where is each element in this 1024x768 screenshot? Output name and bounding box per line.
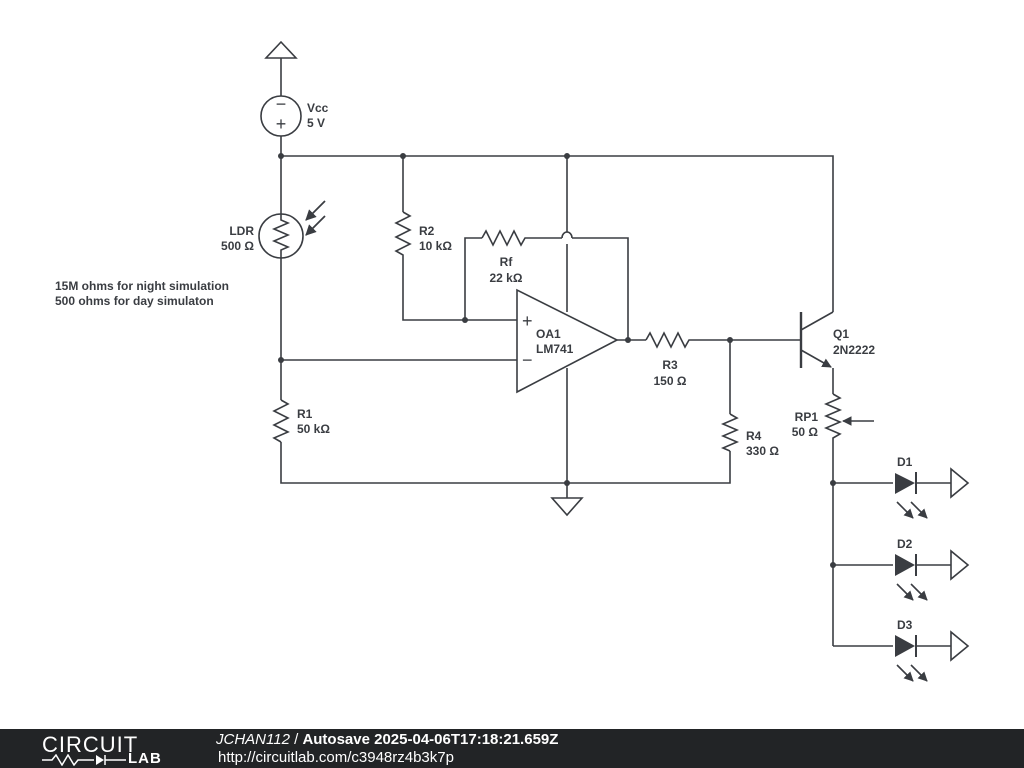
transistor-collector (800, 311, 834, 331)
wire-crossover-hop (561, 231, 573, 239)
light-arrow-icon (305, 200, 326, 221)
oa1-name: OA1 (536, 327, 561, 341)
wires (280, 58, 893, 647)
ldr-component[interactable]: LDR 500 Ω (221, 200, 326, 259)
emission-arrow-icon (896, 664, 914, 682)
rp1-potentiometer[interactable]: RP1 50 Ω (792, 393, 874, 446)
d1-led[interactable]: D1 (895, 455, 970, 519)
username-link[interactable]: JCHAN112 (216, 731, 290, 748)
r4-resistor[interactable]: R4 330 Ω (720, 413, 779, 458)
rp1-value: 50 Ω (792, 425, 819, 439)
ldr-value: 500 Ω (221, 239, 254, 253)
project-title: JCHAN112 / Autosave 2025-04-06T17:18:21.… (216, 731, 558, 748)
ldr-name: LDR (229, 224, 254, 238)
r1-name: R1 (297, 407, 313, 421)
r2-zigzag (394, 211, 412, 262)
light-arrow-icon (305, 215, 326, 236)
d3-terminal-arrow-icon (950, 630, 970, 662)
rp1-name: RP1 (795, 410, 819, 424)
note-line-2: 500 ohms for day simulaton (55, 294, 214, 308)
rf-value: 22 kΩ (490, 271, 523, 285)
d1-terminal-arrow-icon (950, 467, 970, 499)
oa1-opamp[interactable]: + − OA1 LM741 (516, 288, 619, 394)
rf-name: Rf (500, 255, 514, 269)
r1-resistor[interactable]: R1 50 kΩ (272, 399, 330, 443)
emission-arrow-icon (910, 501, 928, 519)
rp1-zigzag (823, 393, 843, 446)
opamp-triangle (516, 288, 619, 394)
r4-zigzag (720, 413, 740, 452)
d2-led[interactable]: D2 (895, 537, 970, 601)
project-name: Autosave 2025-04-06T17:18:21.659Z (302, 731, 559, 748)
led-triangle (895, 635, 915, 657)
note-line-1: 15M ohms for night simulation (55, 279, 229, 293)
junctions (278, 153, 836, 568)
emission-arrow-icon (896, 501, 914, 519)
r4-name: R4 (746, 429, 762, 443)
title-separator: / (289, 731, 303, 748)
d2-name: D2 (897, 537, 913, 551)
logo-text-circuit: CIRCUIT (42, 732, 139, 757)
ldr-resistor-zigzag (271, 214, 291, 258)
r3-zigzag (645, 331, 694, 349)
r1-value: 50 kΩ (297, 422, 330, 436)
vcc-value: 5 V (307, 116, 325, 130)
vcc-name: Vcc (307, 101, 329, 115)
schematic-diagram: − + Vcc 5 V LDR 500 Ω 15M ohms for night… (55, 40, 970, 682)
r4-value: 330 Ω (746, 444, 779, 458)
ground-symbol[interactable] (550, 497, 584, 517)
q1-value: 2N2222 (833, 343, 875, 357)
emission-arrow-icon (910, 664, 928, 682)
r1-zigzag (272, 399, 290, 443)
d2-terminal-arrow-icon (950, 549, 970, 581)
d1-name: D1 (897, 455, 913, 469)
q1-transistor[interactable]: Q1 2N2222 (799, 311, 875, 368)
emission-arrow-icon (910, 583, 928, 601)
r2-value: 10 kΩ (419, 239, 452, 253)
led-triangle (895, 473, 915, 494)
d3-name: D3 (897, 618, 913, 632)
vcc-rail-symbol (264, 40, 298, 59)
r3-name: R3 (662, 358, 678, 372)
project-url-link[interactable]: http://circuitlab.com/c3948rz4b3k7p (218, 749, 454, 766)
logo-resistor-icon (42, 754, 126, 766)
simulation-note: 15M ohms for night simulation 500 ohms f… (55, 279, 229, 308)
voltage-source-symbol (260, 95, 302, 137)
transistor-emitter-arrow (800, 349, 832, 368)
r3-value: 150 Ω (654, 374, 687, 388)
q1-name: Q1 (833, 327, 849, 341)
opamp-plus-input: + (522, 311, 533, 331)
vcc-plus-sign: + (276, 114, 287, 134)
footer-bar: CIRCUIT LAB JCHAN112 / Autosave 2025-04-… (0, 729, 1024, 768)
circuitlab-logo[interactable]: CIRCUIT LAB (18, 731, 198, 767)
rf-zigzag (481, 229, 530, 247)
oa1-value: LM741 (536, 342, 574, 356)
r2-resistor[interactable]: R2 10 kΩ (394, 211, 452, 262)
led-triangle (895, 554, 915, 576)
rf-resistor[interactable]: Rf 22 kΩ (481, 229, 573, 285)
vcc-minus-sign: − (276, 94, 287, 114)
opamp-minus-input: − (522, 350, 533, 370)
logo-text-lab: LAB (128, 750, 162, 767)
vcc-source[interactable]: − + Vcc 5 V (260, 40, 329, 137)
r2-name: R2 (419, 224, 435, 238)
d3-led[interactable]: D3 (895, 618, 970, 682)
r3-resistor[interactable]: R3 150 Ω (645, 331, 694, 388)
emission-arrow-icon (896, 583, 914, 601)
